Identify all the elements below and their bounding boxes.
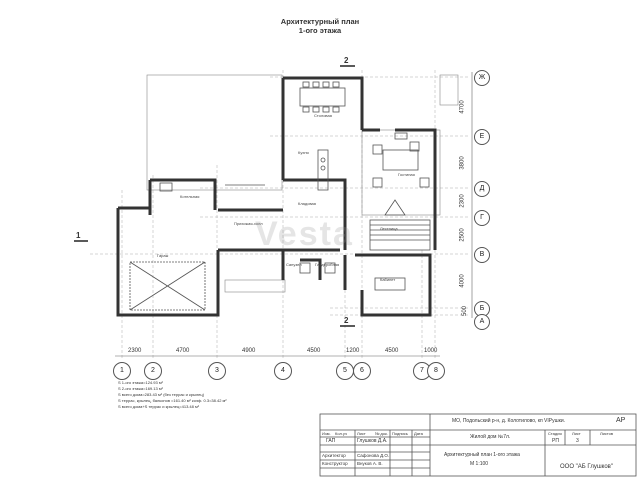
axis-number: 5 [336,362,354,380]
tb-stage-code: АР [616,417,626,424]
watermark: Vesta [255,215,354,253]
tb-col-header: № док. [375,431,388,436]
tb-stage-label: Стадия [548,431,562,436]
tb-sheets-label: Листов [600,431,613,436]
furniture [129,81,431,311]
tb-scale: М 1:100 [470,461,489,467]
dimension-label: 2300 [459,194,466,208]
room-dressing: Гардеробная [315,262,340,267]
room-boiler: Котельная [180,194,200,199]
axis-number: 8 [427,362,445,380]
room-garage: Гараж [157,253,169,258]
area-note: S 2-ого этажа=169.13 м² [118,386,163,391]
tb-role: ГАП [326,438,336,444]
garage-car [129,261,206,311]
section-marks [74,65,355,327]
dimension-lines [115,72,473,357]
axis-letter: Е [474,129,490,145]
sheet-title: Архитектурный план 1-ого этажа [230,17,410,35]
tb-object: Жилой дом №7л. [470,434,511,440]
room-pantry: Кладовая [298,201,316,206]
axis-number: 6 [353,362,371,380]
tb-sheet-label: Лист [572,431,581,436]
tb-col-header: Изм. [322,431,331,436]
dimension-label: 4900 [242,348,256,354]
axis-number: 1 [113,362,131,380]
dining-table [299,87,346,107]
tb-project: МО, Подольский р-н, д. Колотилово, кп VI… [452,418,566,424]
tb-person: Внуков А. В. [357,461,383,466]
tb-col-header: Дата [414,431,423,436]
tb-col-header: Лист [357,431,366,436]
dimension-label: 500 [462,305,469,317]
axis-letter: В [474,247,490,263]
tb-company: ООО "АБ Глушков" [560,464,613,470]
tb-col-header: Кол.уч [335,431,347,436]
section-mark-bottom: 2 [344,316,349,325]
dimension-label: 4500 [307,348,321,354]
area-note: S террас, крылец, балконов =161.40 м² ко… [118,398,227,403]
tb-person: Сафонова Д.О. [357,453,390,458]
axis-number: 2 [144,362,162,380]
room-stairs: Лестница [380,226,398,231]
axis-letter: Д [474,181,490,197]
area-notes: S 1-ого этажа=124.93 м² S 2-ого этажа=16… [118,380,227,410]
room-bathroom: Санузел [286,262,302,267]
room-hall: Прихожая-холл [234,221,263,226]
dimension-label: 4000 [459,274,466,288]
dimension-label: 2500 [459,228,466,242]
tb-role: Архитектор [322,453,346,458]
section-mark-top: 2 [344,56,349,65]
dimension-label: 2300 [128,348,142,354]
dimension-label: 3800 [459,156,466,170]
tb-col-header: Подпись [392,431,408,436]
tb-sheet-name: Архитектурный план 1-ого этажа [444,452,520,458]
room-cabinet: Кабинет [380,277,396,282]
axis-number: 4 [274,362,292,380]
sheet-title-line2: 1-ого этажа [298,26,342,35]
tb-sheet-value: 3 [576,438,579,444]
axis-number: 3 [208,362,226,380]
tb-role: Конструктор [322,461,348,466]
title-block-frame [319,413,637,477]
section-mark-left: 1 [76,231,81,240]
living-sofa [382,149,419,171]
walls [116,76,437,317]
office-desk [374,277,406,291]
dimension-label: 4700 [459,100,466,114]
axis-letter: Г [474,210,490,226]
axis-letter: А [474,314,490,330]
tb-person: Глушков Д.А. [357,438,388,444]
kitchen-counter [317,149,329,191]
room-living: Гостиная [398,172,415,177]
sheet-title-line1: Архитектурный план [280,17,360,26]
room-kitchen: Кухня [298,150,309,155]
dimension-label: 4700 [176,348,190,354]
area-note: S 1-ого этажа=124.93 м² [118,380,163,385]
tb-stage-value: РП [552,438,559,444]
area-note: S всего дома+S террас и крылец=413.48 м² [118,404,200,409]
axis-letter: Ж [474,70,490,86]
dimension-label: 4500 [385,348,399,354]
dimension-label: 1000 [424,348,438,354]
title-block: МО, Подольский р-н, д. Колотилово, кп VI… [320,414,636,476]
area-note: S всего дома=283.43 м² (без террас и кры… [118,392,205,397]
dimension-label: 1200 [346,348,360,354]
room-dining: Столовая [314,113,332,118]
